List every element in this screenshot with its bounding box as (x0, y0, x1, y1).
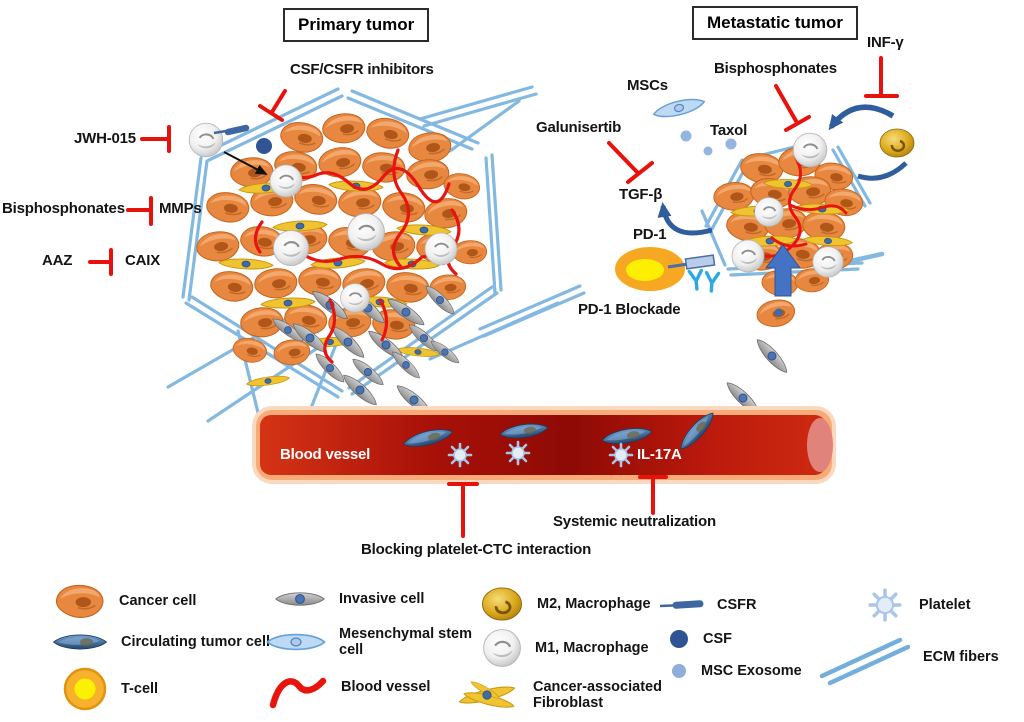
ecm-fibers-icon (819, 637, 910, 686)
legend-item-msc: Mesenchymal stem cell (266, 626, 481, 658)
vessel-end-cap (807, 418, 833, 472)
legend-label: MSC Exosome (701, 662, 802, 679)
legend-label: Blood vessel (341, 678, 431, 695)
circulating-tumor-cell-icon (53, 634, 107, 650)
label-csf-csfr-inhibitors: CSF/CSFR inhibitors (290, 61, 434, 78)
t-cell-pd1-blockade (615, 247, 721, 293)
legend-item-blood-vessel: Blood vessel (268, 664, 430, 710)
legend-label: M1, Macrophage (535, 639, 649, 656)
primary-tumor-mass (194, 110, 489, 390)
colonization-arrow (765, 244, 801, 297)
label-caix: CAIX (125, 252, 161, 269)
blood-vessel-icon (269, 677, 327, 709)
legend-item-ecm-fibers: ECM fibers (816, 628, 999, 686)
label-inf-gamma: INF-γ (867, 34, 904, 51)
t-cell-icon (63, 667, 107, 711)
label-taxol: Taxol (710, 122, 748, 139)
label-pd-1-blockade: PD-1 Blockade (578, 301, 681, 318)
mesenchymal-stem-cell-icon (266, 633, 326, 651)
label-bisphosphonates-primary: Bisphosphonates (2, 200, 125, 217)
invasive-cell-icon (275, 592, 325, 606)
legend-item-invasive-cell: Invasive cell (274, 586, 424, 612)
legend-label: CSFR (717, 596, 757, 613)
m2-macrophage-icon (878, 127, 916, 159)
label-systemic-neutralization: Systemic neutralization (553, 513, 716, 530)
legend-item-ctc: Circulating tumor cell (52, 630, 270, 654)
legend-label: Cancer-associated Fibroblast (533, 678, 662, 711)
m2-macrophage-icon (481, 586, 523, 622)
m2-to-tumor-arrow (828, 104, 895, 131)
m1-macrophage-icon (482, 628, 522, 668)
legend-item-msc-exosome: MSC Exosome (670, 662, 802, 680)
msc-exosome-icon (680, 130, 692, 142)
legend-label: Mesenchymal stem cell (339, 626, 472, 659)
legend-label: Circulating tumor cell (121, 633, 271, 650)
legend-label: Invasive cell (339, 590, 425, 607)
legend-item-m1: M1, Macrophage (482, 628, 649, 668)
inhibition-arrows (88, 56, 899, 276)
extravasation-chain (722, 244, 801, 418)
tgf-beta-secretion-arrow (657, 202, 713, 236)
label-galunisertib: Galunisertib (536, 119, 622, 136)
label-bisphosphonates-met: Bisphosphonates (714, 60, 837, 77)
metastatic-tumor-title: Metastatic tumor (692, 6, 859, 40)
csf-icon (670, 630, 688, 648)
legend-label: M2, Macrophage (537, 595, 651, 612)
legend-label: CSF (703, 630, 732, 647)
m2-macrophage-polarization (828, 104, 916, 181)
label-il-17a: IL-17A (637, 446, 682, 463)
legend-item-csfr: CSFR (658, 596, 756, 614)
legend-label: T-cell (121, 680, 159, 697)
cancer-cell-icon (55, 584, 104, 619)
label-aaz: AAZ (42, 252, 73, 269)
cancer-associated-fibroblast-icon (457, 679, 517, 712)
csfr-icon (659, 600, 704, 609)
pd1-receptor-icon (684, 254, 716, 270)
label-pd-1: PD-1 (633, 226, 667, 243)
platelet-icon (447, 442, 473, 468)
msc-cell-icon (651, 94, 707, 122)
legend-item-csf: CSF (668, 628, 732, 650)
legend-label: Cancer cell (119, 592, 197, 609)
legend-label: ECM fibers (923, 648, 999, 665)
platelet-icon (868, 588, 902, 622)
recruitment-arrow (223, 151, 268, 175)
label-blocking-platelet-ctc: Blocking platelet-CTC interaction (361, 541, 592, 558)
label-mscs: MSCs (627, 77, 668, 94)
inhibition-arrows-vessel (447, 475, 668, 538)
legend-item-caf: Cancer-associated Fibroblast (454, 672, 683, 718)
recruited-m1-macrophage (188, 122, 272, 175)
blood-vessel-graphic (252, 406, 836, 484)
msc-and-exosomes (651, 94, 737, 156)
legend-label: Platelet (919, 596, 971, 613)
label-jwh-015: JWH-015 (74, 130, 136, 147)
msc-exosome-icon (672, 664, 686, 678)
primary-tumor-title: Primary tumor (283, 8, 430, 42)
legend-item-platelet: Platelet (864, 584, 971, 626)
legend-item-t-cell: T-cell (62, 666, 158, 712)
csfr-receptor-icon (213, 129, 227, 135)
legend-item-cancer-cell: Cancer cell (54, 582, 196, 620)
csf-molecule-icon (256, 138, 272, 154)
label-tgf-beta: TGF-β (619, 186, 663, 203)
label-mmps: MMPs (159, 200, 202, 217)
label-blood-vessel: Blood vessel (280, 446, 371, 463)
antibody-icons (687, 268, 721, 293)
legend-item-m2: M2, Macrophage (480, 586, 651, 622)
